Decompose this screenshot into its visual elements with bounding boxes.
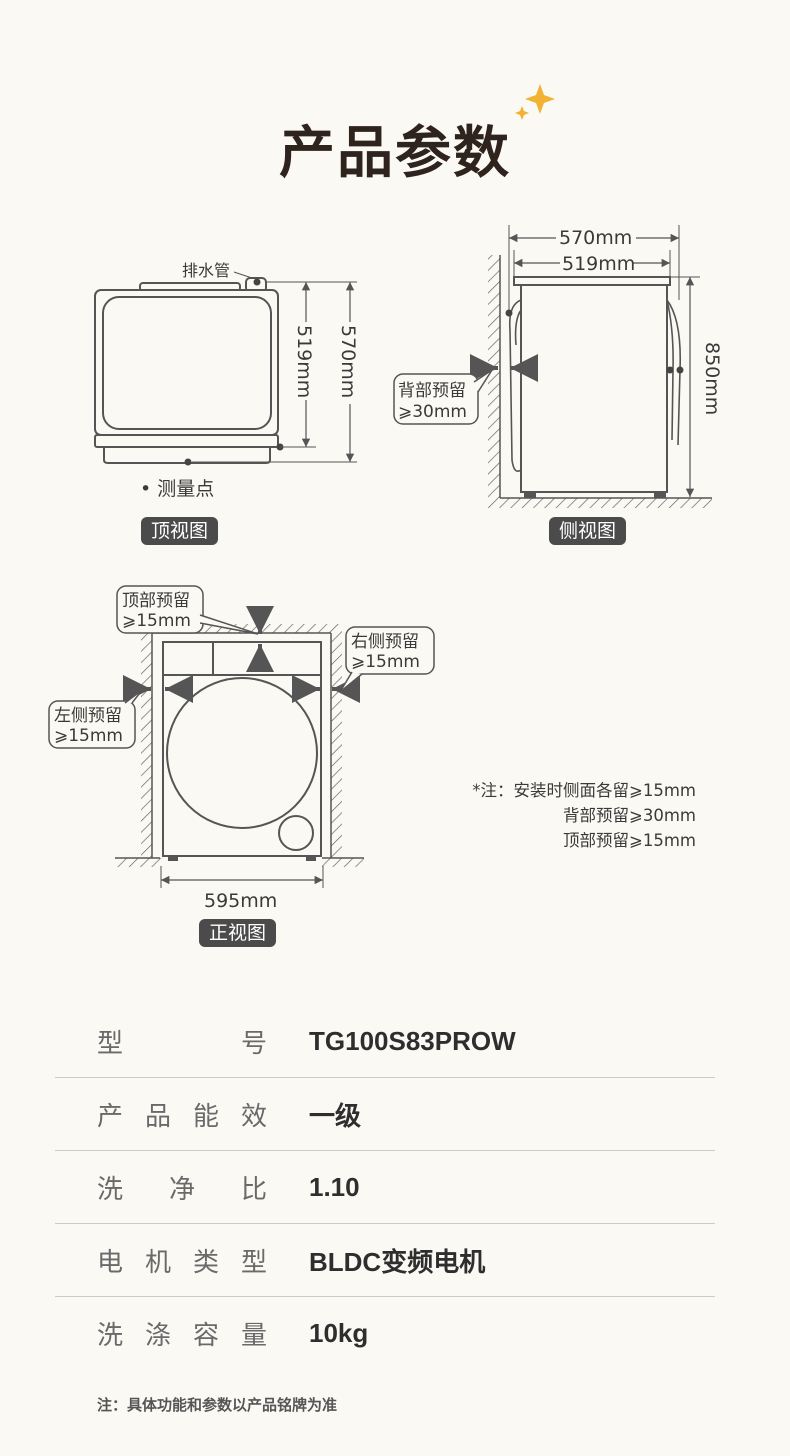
note-line-2: 背部预留⩾30mm xyxy=(563,806,696,825)
top-dim-570: 570mm xyxy=(337,325,359,398)
spec-label: 电 机 类 型 xyxy=(97,1247,267,1278)
page-title: 产品参数 xyxy=(279,121,511,186)
front-dim-595: 595mm xyxy=(204,890,277,912)
measure-point-label: • 测量点 xyxy=(140,478,214,500)
side-dim-519: 519mm xyxy=(562,253,635,275)
side-view-drawing xyxy=(470,225,712,508)
footnote: 注：具体功能和参数以产品铭牌为准 xyxy=(97,1396,338,1414)
side-view-badge: 侧视图 xyxy=(549,517,627,545)
left-clearance-label: 左侧预留 xyxy=(54,706,122,726)
note-line-1: *注：安装时侧面各留⩾15mm xyxy=(472,781,696,800)
sparkle-icon xyxy=(515,84,555,120)
spec-label: 产 品 能 效 xyxy=(97,1101,267,1132)
back-clearance-label: 背部预留 xyxy=(398,381,466,401)
spec-value: 10kg xyxy=(309,1317,369,1348)
top-view-drawing xyxy=(94,277,357,466)
spec-value: 一级 xyxy=(309,1100,362,1131)
note-line-3: 顶部预留⩾15mm xyxy=(563,831,696,850)
top-clearance-label: 顶部预留 xyxy=(122,591,190,611)
spec-row-efficiency: 产 品 能 效 一级 xyxy=(55,1078,715,1151)
back-clearance-value: ⩾30mm xyxy=(398,402,467,422)
top-dim-519: 519mm xyxy=(293,325,315,398)
left-clearance-value: ⩾15mm xyxy=(54,726,123,746)
right-clearance-value: ⩾15mm xyxy=(351,652,420,672)
top-clearance-value: ⩾15mm xyxy=(122,611,191,631)
spec-row-model: 型 号 TG100S83PROW xyxy=(55,1005,715,1078)
spec-label: 洗 涤 容 量 xyxy=(97,1320,267,1351)
right-clearance-label: 右侧预留 xyxy=(351,632,419,652)
spec-row-motor: 电 机 类 型 BLDC变频电机 xyxy=(55,1224,715,1297)
front-view-badge: 正视图 xyxy=(199,919,277,947)
spec-value: BLDC变频电机 xyxy=(309,1246,486,1277)
spec-row-wash-ratio: 洗 净 比 1.10 xyxy=(55,1151,715,1224)
front-view-drawing xyxy=(115,606,364,888)
spec-value: 1.10 xyxy=(309,1171,360,1202)
side-dim-570: 570mm xyxy=(559,227,632,249)
side-dim-850: 850mm xyxy=(701,342,723,415)
top-view-badge: 顶视图 xyxy=(141,517,219,545)
spec-label: 洗 净 比 xyxy=(97,1174,267,1205)
installation-note: *注：安装时侧面各留⩾15mm 背部预留⩾30mm 顶部预留⩾15mm xyxy=(472,778,696,853)
drain-tube-label: 排水管 xyxy=(182,261,230,280)
spec-value: TG100S83PROW xyxy=(309,1025,516,1056)
spec-table: 型 号 TG100S83PROW 产 品 能 效 一级 洗 净 比 1.10 电… xyxy=(55,1005,715,1369)
installation-diagram: 排水管 519mm 570mm • 测量点 xyxy=(48,225,723,912)
spec-row-capacity: 洗 涤 容 量 10kg xyxy=(55,1297,715,1369)
spec-label: 型 号 xyxy=(97,1028,267,1059)
